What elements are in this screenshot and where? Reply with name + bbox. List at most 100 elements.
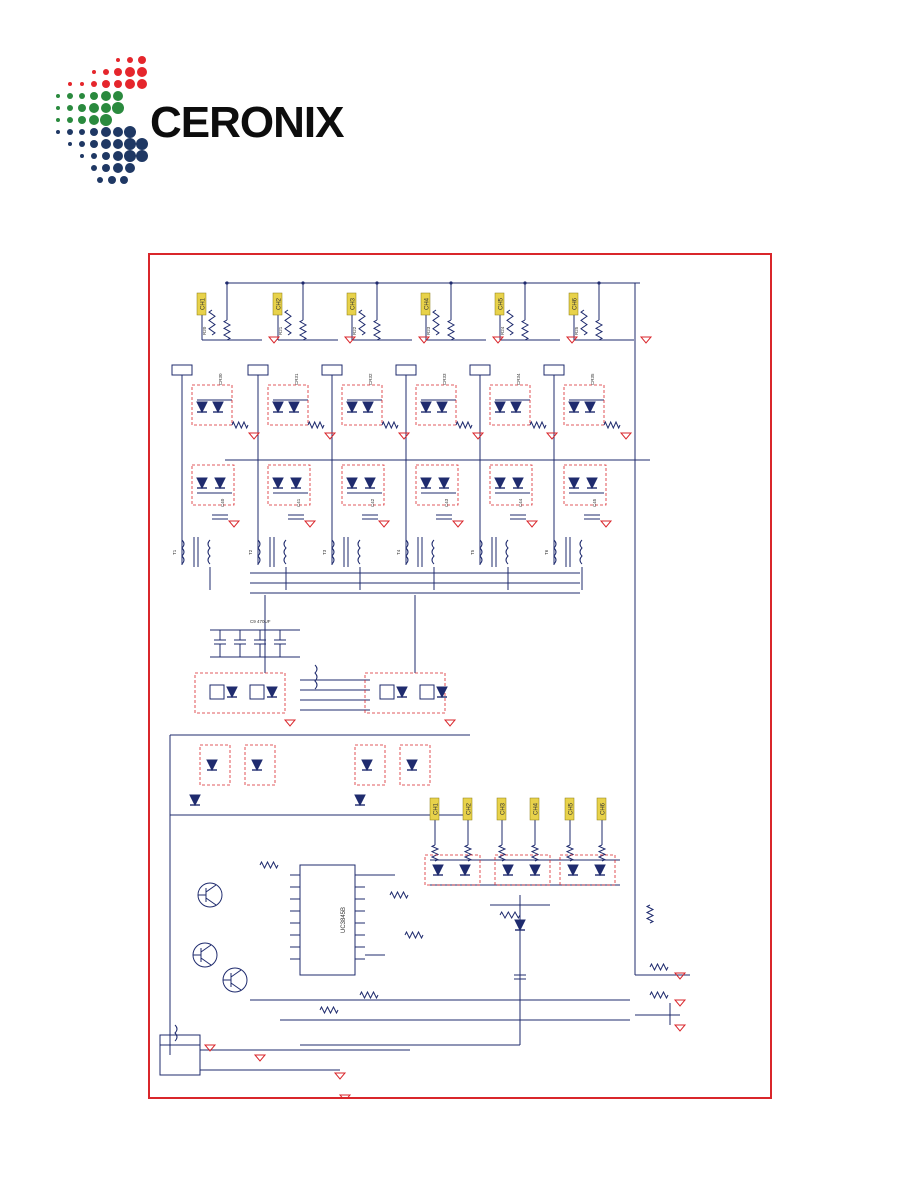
component-designator: T2 [248, 549, 253, 555]
bottom-channel-label: CH6 [596, 797, 607, 821]
net-label-box [568, 292, 579, 316]
connector [543, 364, 565, 376]
net-label-box [494, 292, 505, 316]
logo-dot [113, 127, 123, 137]
diode [196, 401, 208, 414]
connector [469, 364, 491, 376]
diode-array-outline [191, 464, 235, 506]
ground-symbol [338, 1094, 352, 1097]
logo-dot [90, 128, 98, 136]
bottom-channel-label: CH2 [462, 797, 473, 821]
mosfet [419, 684, 435, 700]
ground-symbol [377, 520, 391, 528]
net-label-text: CH4 [534, 802, 540, 815]
resistor [446, 319, 456, 341]
resistor [359, 990, 379, 1000]
resistor [506, 309, 514, 336]
resistor [259, 860, 279, 870]
diode [594, 864, 606, 877]
junction-dot [225, 281, 229, 285]
logo-dot [116, 58, 120, 62]
logo-dot [125, 79, 135, 89]
channel-label: CH2 [272, 292, 283, 316]
diode [272, 477, 284, 490]
logo-dot [113, 91, 123, 101]
logo-dot [79, 141, 85, 147]
ground-symbol [323, 432, 337, 440]
ground-symbol [639, 336, 653, 344]
diode-array-outline [489, 384, 531, 426]
resistor [319, 1005, 339, 1015]
channel-label: CH1 [196, 292, 207, 316]
diode-array-outline [267, 384, 309, 426]
logo-dot [113, 163, 123, 173]
logo-dot [91, 165, 97, 171]
net-label-box [496, 797, 507, 821]
resistor [372, 319, 382, 341]
resistor [565, 844, 575, 862]
diode [529, 864, 541, 877]
diode [346, 477, 358, 490]
diode-array-outline [415, 384, 457, 426]
logo-dot [114, 80, 122, 88]
logo-dot [90, 92, 98, 100]
logo-dot [108, 176, 116, 184]
logo-dot [114, 68, 122, 76]
connector [321, 364, 343, 376]
component-designator: CR35 [590, 373, 595, 385]
logo-dot [56, 118, 60, 122]
logo-dot [102, 152, 110, 160]
component-designator: CR33 [442, 373, 447, 385]
wire [205, 884, 217, 893]
transformer-winding [505, 539, 509, 565]
logo-dot [89, 115, 99, 125]
transformer-winding [405, 539, 409, 565]
logo-dot [78, 116, 86, 124]
resistor [455, 420, 473, 430]
logo-dot [92, 70, 96, 74]
ground-symbol [253, 1054, 267, 1062]
component-designator: C43 [444, 498, 449, 507]
ground-symbol [619, 432, 633, 440]
ceronix-logo [56, 56, 148, 184]
resistor [358, 309, 366, 336]
junction-dot [523, 281, 527, 285]
mosfet [209, 684, 225, 700]
junction-dot [301, 281, 305, 285]
net-label-box [564, 797, 575, 821]
resistor [404, 930, 424, 940]
ground-symbol [397, 432, 411, 440]
control-ic [299, 864, 356, 976]
transformer-winding [207, 539, 211, 565]
fuse [174, 1024, 178, 1042]
logo-dot [67, 93, 73, 99]
diode [406, 759, 418, 772]
resistor [499, 910, 521, 920]
control-ic-label: UC3845B [341, 907, 347, 933]
logo-dot [101, 91, 111, 101]
logo-dot [56, 94, 60, 98]
resistor [649, 990, 669, 1000]
ground-symbol [565, 336, 579, 344]
resistor [529, 420, 547, 430]
diode [512, 477, 524, 490]
wire [230, 969, 242, 978]
logo-dot [112, 102, 124, 114]
resistor [597, 844, 607, 862]
input-connector [159, 1034, 201, 1076]
resistor [222, 319, 232, 341]
logo-dot [125, 67, 135, 77]
component-designator: T6 [544, 549, 549, 555]
diode [510, 401, 522, 414]
resistor [231, 420, 249, 430]
channel-label: CH5 [494, 292, 505, 316]
resistor [432, 309, 440, 336]
diode [212, 401, 224, 414]
net-label-text: CH1 [434, 802, 440, 815]
resistor [603, 420, 621, 430]
diode [438, 477, 450, 490]
diode [436, 686, 448, 699]
wire [200, 944, 212, 953]
ground-symbol [203, 1044, 217, 1052]
mosfet-outline [364, 672, 446, 714]
